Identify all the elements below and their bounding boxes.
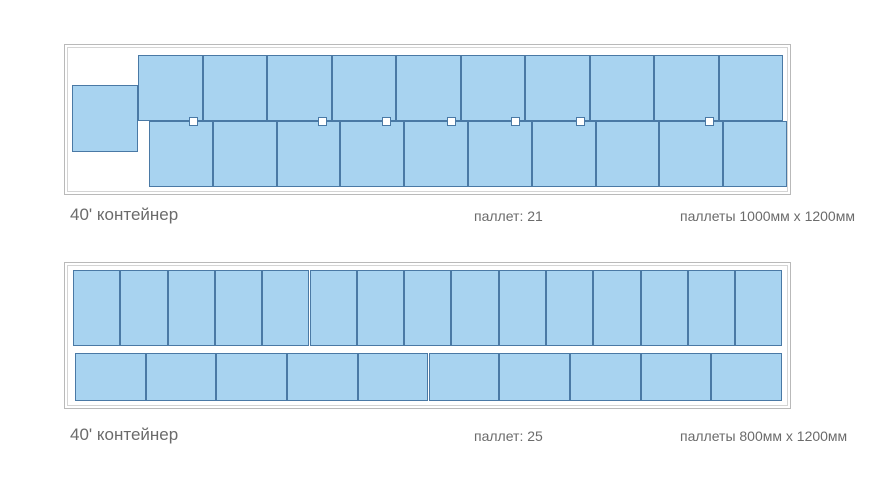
- pallet: [654, 55, 719, 121]
- pallet: [711, 353, 782, 401]
- pallet: [718, 55, 783, 121]
- container-label: 40' контейнер: [70, 205, 179, 224]
- pallet: [202, 55, 267, 121]
- pallet: [262, 270, 310, 346]
- gap-notch: [576, 117, 585, 126]
- pallet: [723, 121, 787, 187]
- pallet: [212, 121, 277, 187]
- pallet: [340, 121, 405, 187]
- pallet: [267, 55, 332, 121]
- container-outline-800x1200: [64, 262, 791, 409]
- pallet: [396, 55, 461, 121]
- gap-notch: [189, 117, 198, 126]
- pallet: [149, 121, 213, 187]
- pallet-count-label: паллет: 21: [474, 208, 543, 224]
- container-label: 40' контейнер: [70, 425, 179, 444]
- pallet: [145, 353, 217, 401]
- pallet: [640, 270, 688, 346]
- pallet: [525, 55, 590, 121]
- pallet-count-label: паллет: 25: [474, 428, 543, 444]
- pallet: [120, 270, 168, 346]
- pallet: [468, 121, 532, 187]
- pallet: [72, 85, 138, 152]
- pallet: [428, 353, 500, 401]
- pallet-layer: [65, 263, 790, 408]
- pallet: [331, 55, 396, 121]
- pallet: [404, 270, 452, 346]
- gap-notch: [382, 117, 391, 126]
- pallet: [356, 270, 405, 346]
- pallet: [138, 55, 203, 121]
- pallet-size-label: паллеты 1000мм x 1200мм: [680, 208, 855, 224]
- container-inner-wall: [67, 47, 788, 192]
- pallet: [309, 270, 357, 346]
- pallet: [640, 353, 712, 401]
- pallet: [593, 270, 641, 346]
- caption-row-1: 40' контейнер паллет: 21 паллеты 1000мм …: [0, 205, 882, 229]
- pallet: [451, 270, 499, 346]
- container-outline-1000x1200: [64, 44, 791, 195]
- pallet: [659, 121, 724, 187]
- pallet: [498, 270, 546, 346]
- pallet: [73, 270, 121, 346]
- pallet: [735, 270, 783, 346]
- container-inner-wall: [67, 265, 788, 406]
- pallet: [287, 353, 358, 401]
- pallet: [569, 353, 641, 401]
- gap-notch: [318, 117, 327, 126]
- pallet: [216, 353, 288, 401]
- pallet: [687, 270, 736, 346]
- gap-notch: [705, 117, 714, 126]
- pallet: [460, 55, 525, 121]
- gap-notch: [511, 117, 520, 126]
- pallet-layer: [65, 45, 790, 194]
- pallet: [531, 121, 596, 187]
- pallet: [214, 270, 263, 346]
- pallet: [357, 353, 429, 401]
- pallet: [595, 121, 660, 187]
- pallet: [499, 353, 570, 401]
- pallet: [276, 121, 341, 187]
- pallet: [546, 270, 594, 346]
- caption-row-2: 40' контейнер паллет: 25 паллеты 800мм x…: [0, 425, 882, 449]
- pallet: [75, 353, 146, 401]
- pallet: [404, 121, 468, 187]
- pallet: [589, 55, 654, 121]
- gap-notch: [447, 117, 456, 126]
- pallet: [167, 270, 215, 346]
- pallet-size-label: паллеты 800мм x 1200мм: [680, 428, 848, 444]
